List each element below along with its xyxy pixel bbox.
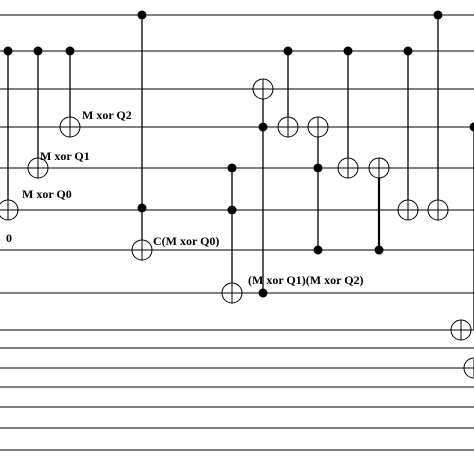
xor-gates <box>0 78 474 379</box>
xor-target-gate <box>131 239 153 261</box>
control-dot <box>227 163 237 173</box>
control-dot <box>258 122 268 132</box>
control-dot <box>403 46 413 56</box>
xor-target-gate <box>427 199 449 221</box>
xor-target-gate <box>27 157 49 179</box>
label-product-q1-q2: (M xor Q1)(M xor Q2) <box>248 273 364 287</box>
xor-target-gate <box>0 199 19 221</box>
control-dot <box>258 288 268 298</box>
label-m-xor-q1: M xor Q1 <box>40 149 90 163</box>
control-dots <box>3 10 474 298</box>
xor-target-gate <box>59 116 81 138</box>
label-zero: 0 <box>6 231 12 245</box>
xor-target-gate <box>450 319 472 341</box>
qubit-wires <box>0 14 474 451</box>
xor-target-gate <box>368 157 390 179</box>
control-dot <box>283 46 293 56</box>
control-dot <box>227 205 237 215</box>
control-dot <box>343 46 353 56</box>
control-dot <box>137 203 147 213</box>
label-m-xor-q2: M xor Q2 <box>82 108 132 122</box>
control-dot <box>137 10 147 20</box>
xor-target-gate <box>337 157 359 179</box>
xor-target-gate <box>307 116 329 138</box>
control-lines <box>7 15 474 330</box>
control-dot <box>65 46 75 56</box>
label-m-xor-q0: M xor Q0 <box>22 187 72 201</box>
control-dot <box>433 10 443 20</box>
label-c-m-xor-q0: C(M xor Q0) <box>153 234 219 248</box>
gate-labels: M xor Q2 M xor Q1 M xor Q0 0 C(M xor Q0)… <box>6 108 364 287</box>
control-dot <box>313 245 323 255</box>
xor-target-gate <box>277 116 299 138</box>
control-dot <box>33 46 43 56</box>
control-dot <box>313 163 323 173</box>
xor-target-gate <box>252 78 274 100</box>
control-dot <box>374 245 384 255</box>
control-dot <box>469 122 474 132</box>
xor-target-gate <box>397 199 419 221</box>
control-dot <box>3 46 13 56</box>
xor-target-gate <box>463 357 474 379</box>
xor-target-gate <box>221 282 243 304</box>
